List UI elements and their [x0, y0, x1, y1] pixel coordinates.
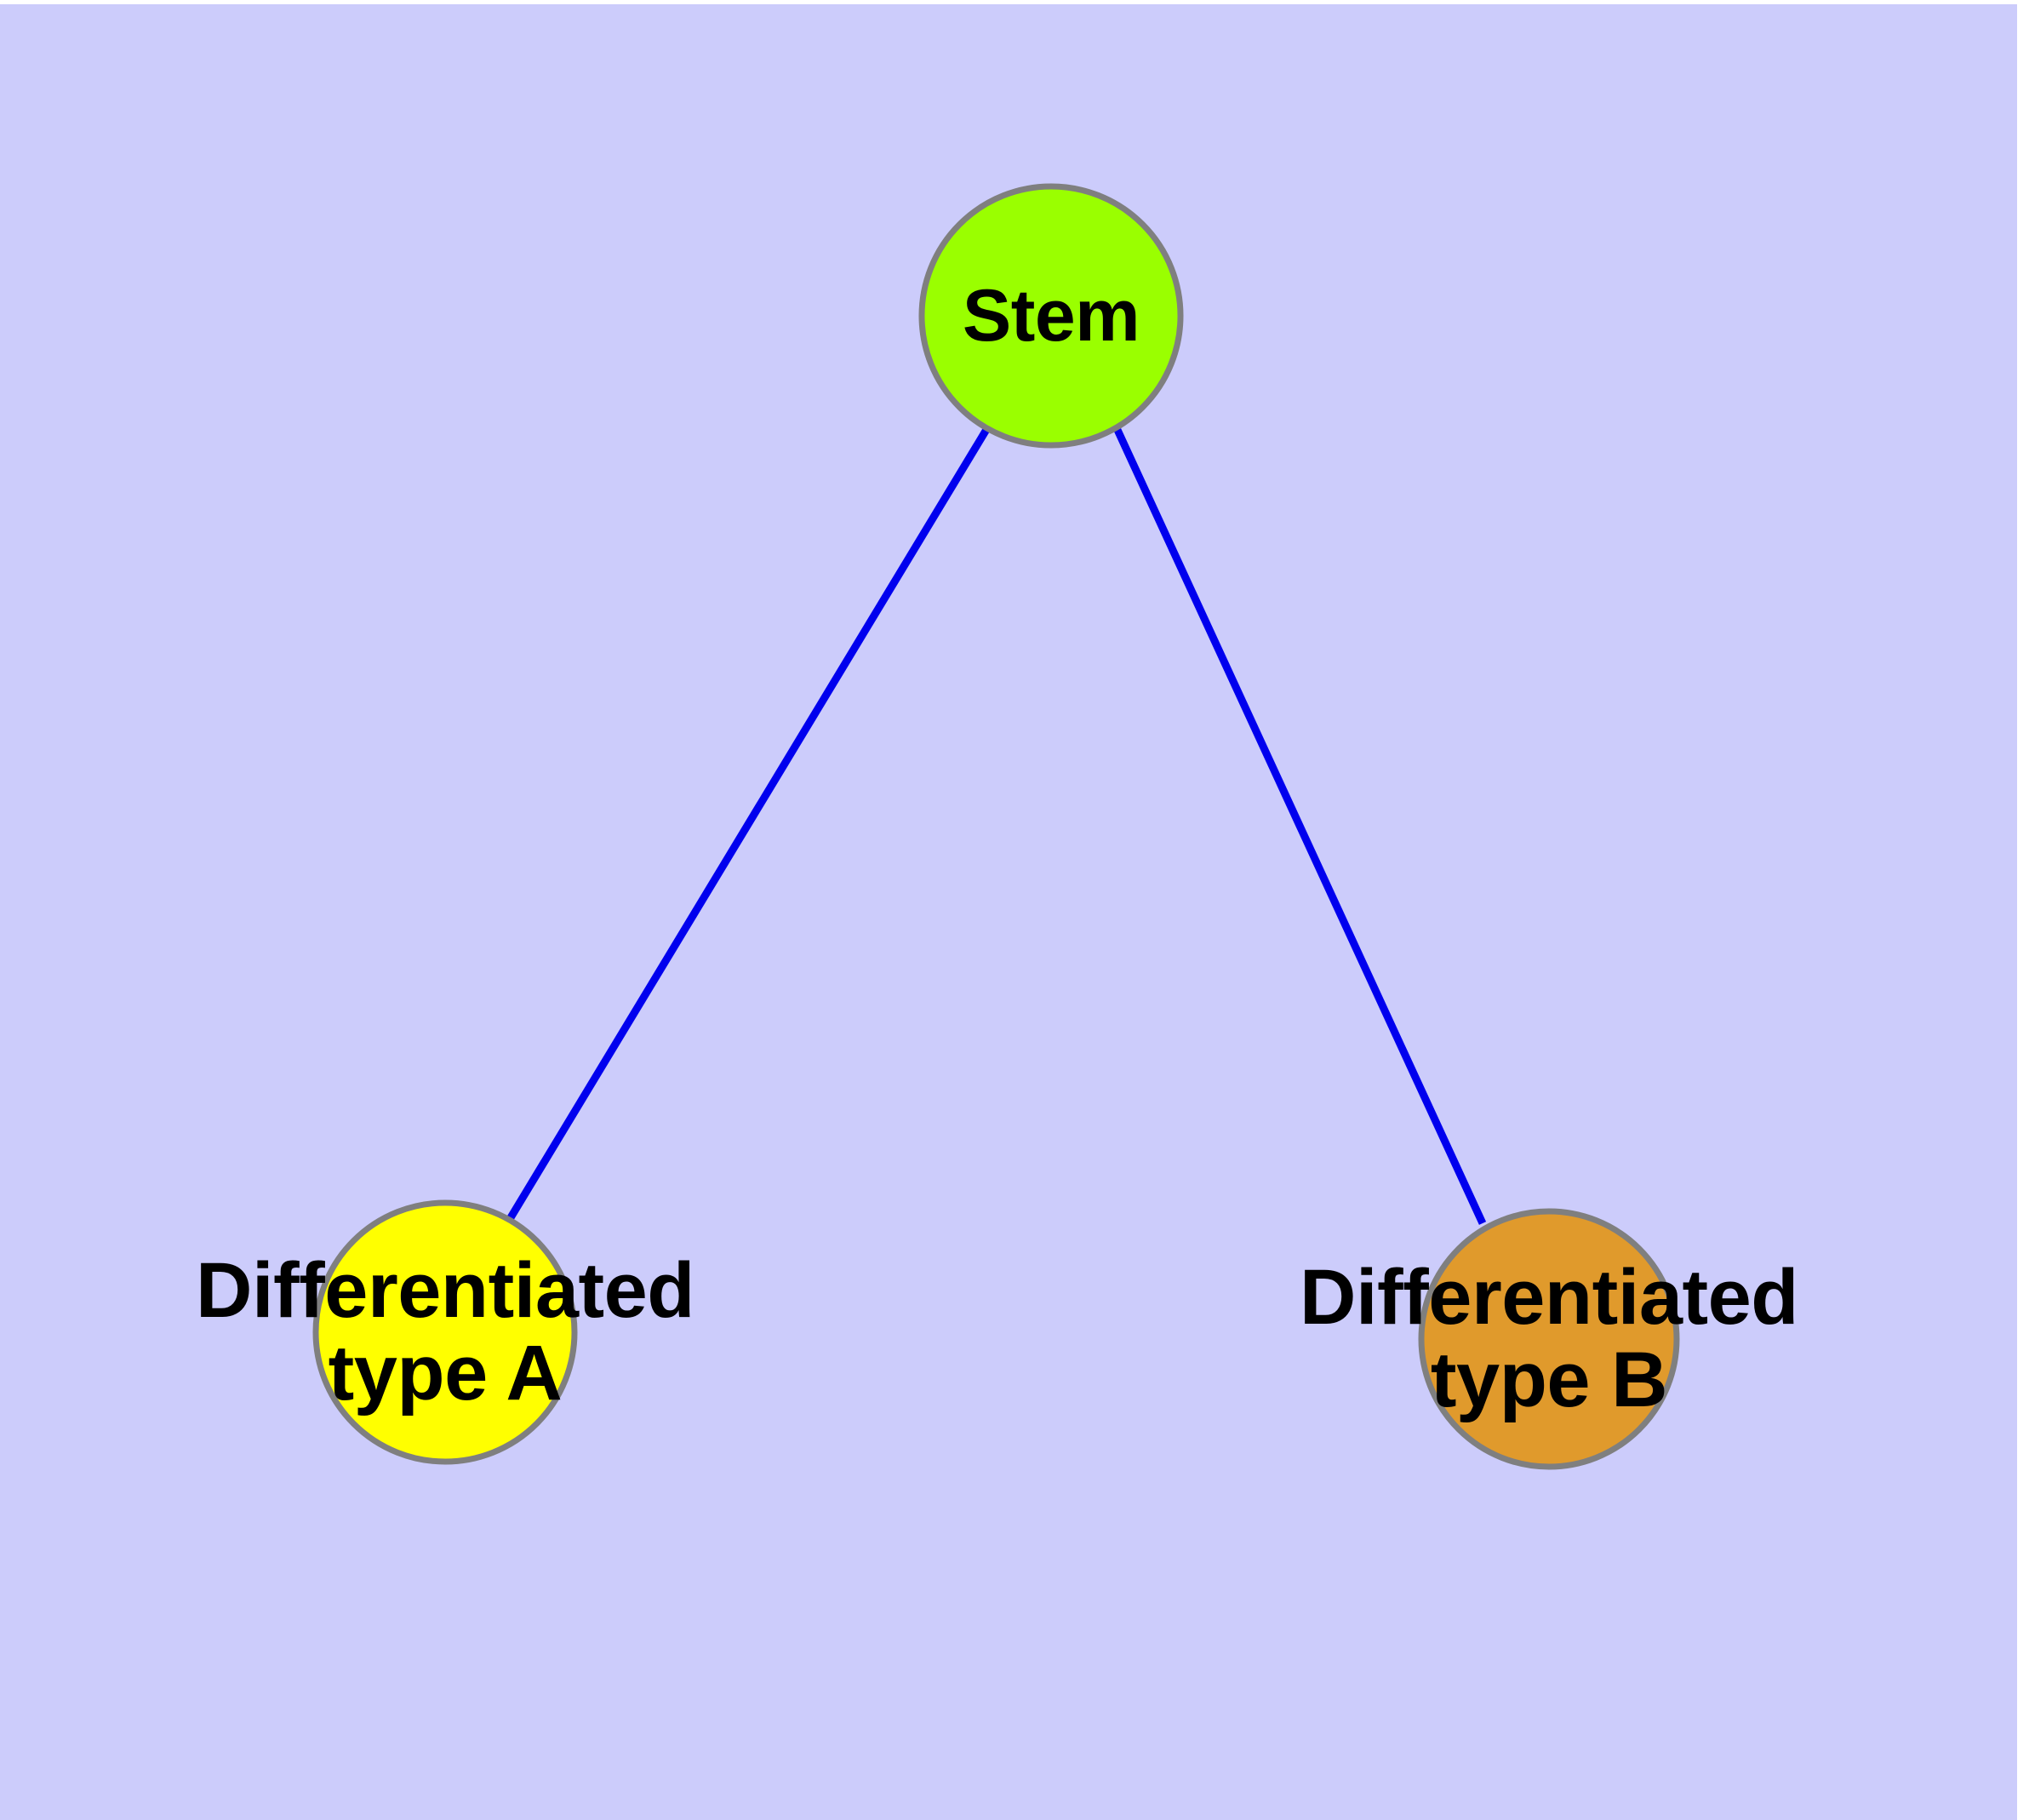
graph-edge[interactable] — [1113, 428, 1487, 1225]
edges-layer — [504, 426, 1487, 1226]
graph-node-diff_b[interactable] — [1418, 1208, 1680, 1470]
nodes-layer — [312, 183, 1680, 1470]
graph-node-stem[interactable] — [918, 183, 1184, 449]
graph-edge[interactable] — [504, 426, 991, 1226]
graph-node-diff_a[interactable] — [312, 1199, 578, 1465]
